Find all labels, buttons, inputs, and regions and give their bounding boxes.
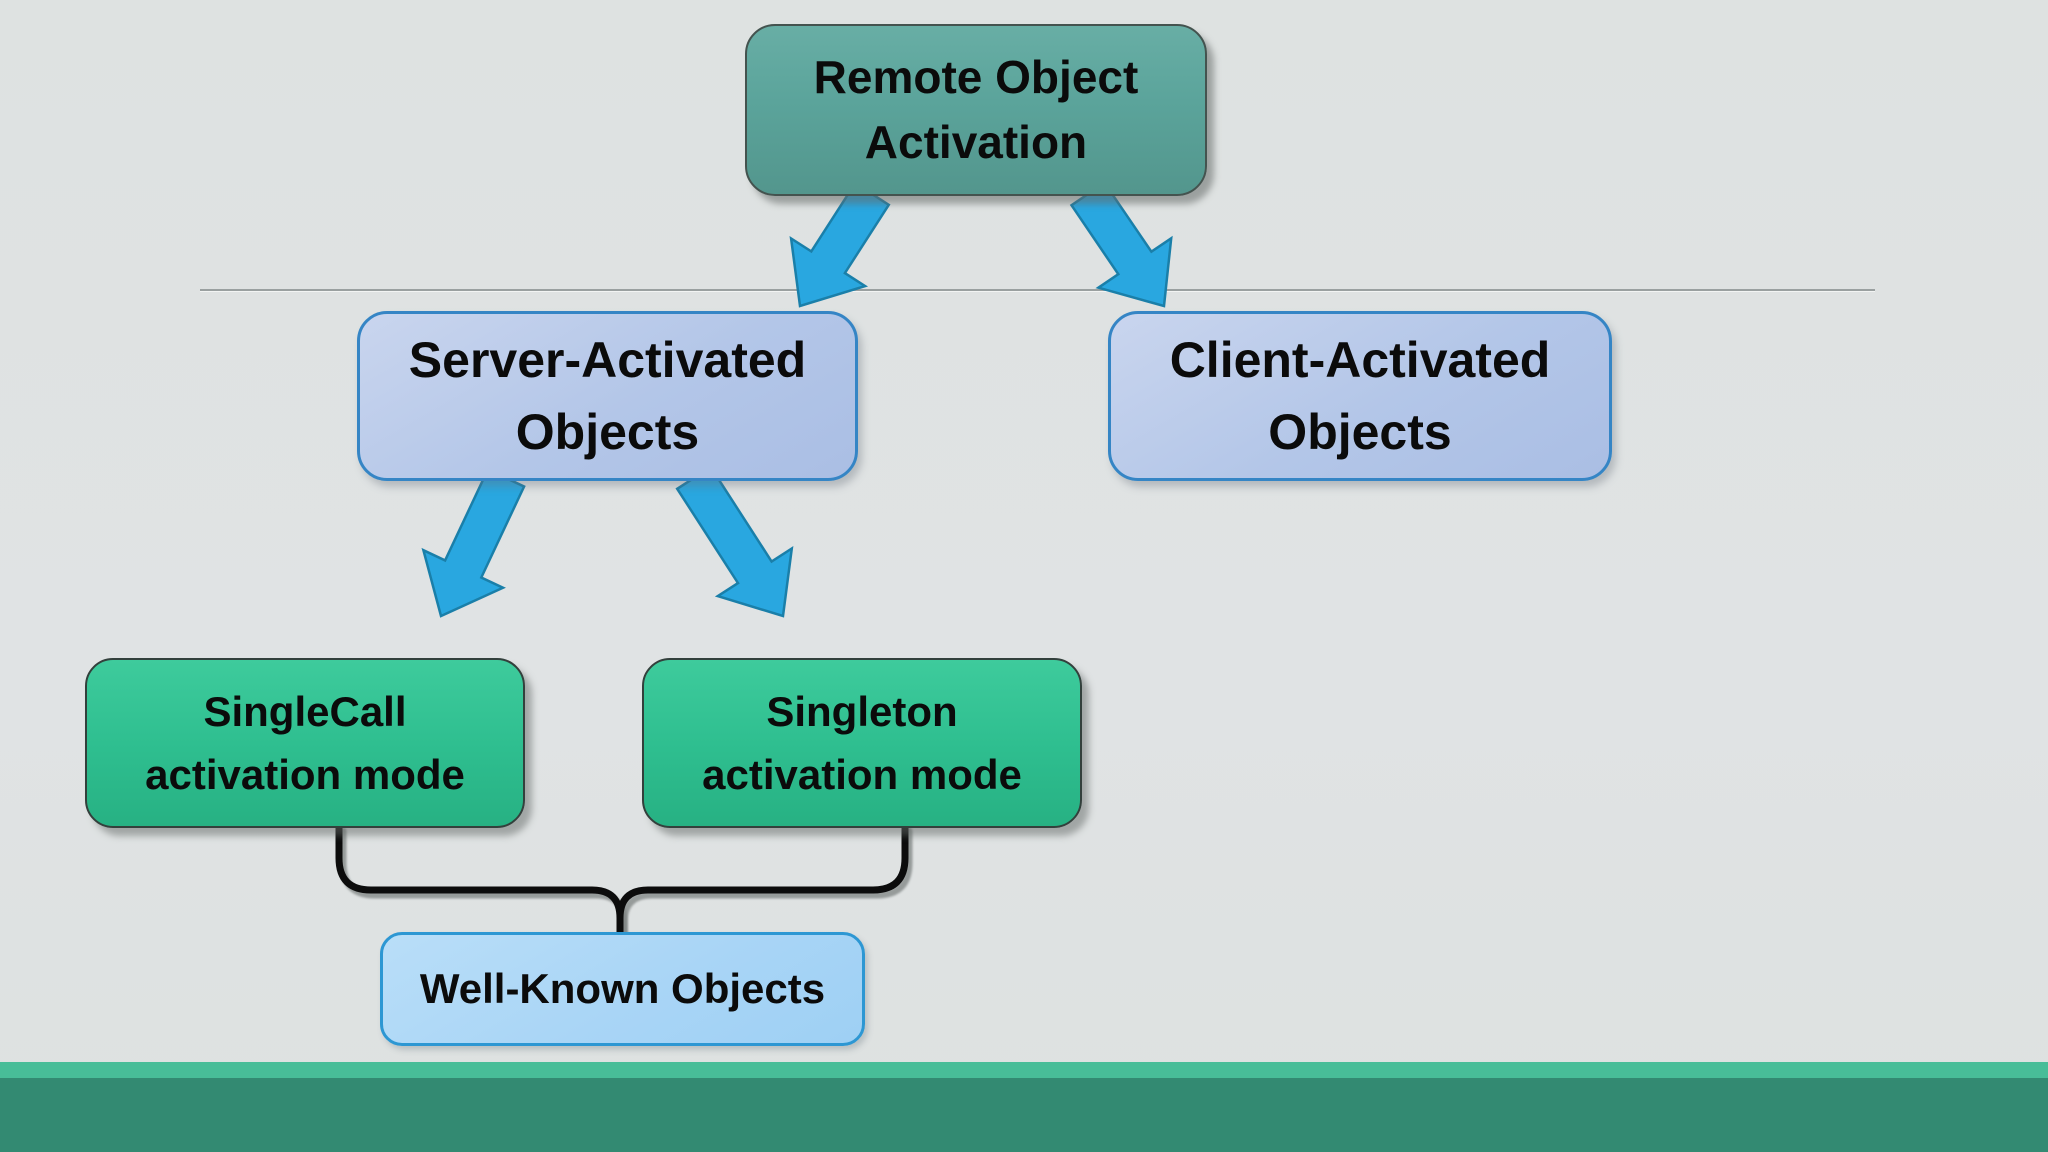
bracket-left-arm [335,822,624,948]
node-singlecall-activation-mode: SingleCall activation mode [85,658,525,828]
node-client-activated-objects: Client-Activated Objects [1108,311,1612,481]
footer-band [0,1078,2048,1152]
node-singleton-activation-mode: Singleton activation mode [642,658,1082,828]
node-remote-object-activation: Remote Object Activation [745,24,1207,196]
arrow-server-to-singleton [675,465,794,618]
node-server-activated-objects: Server-Activated Objects [357,311,858,481]
horizontal-divider-line [200,289,1875,291]
footer-accent-strip [0,1062,2048,1078]
node-well-known-objects: Well-Known Objects [380,932,865,1046]
arrow-root-to-server [789,181,891,308]
arrow-server-to-singlecall [421,467,526,618]
arrow-root-to-client [1069,181,1173,308]
bracket-right-arm [616,822,909,948]
